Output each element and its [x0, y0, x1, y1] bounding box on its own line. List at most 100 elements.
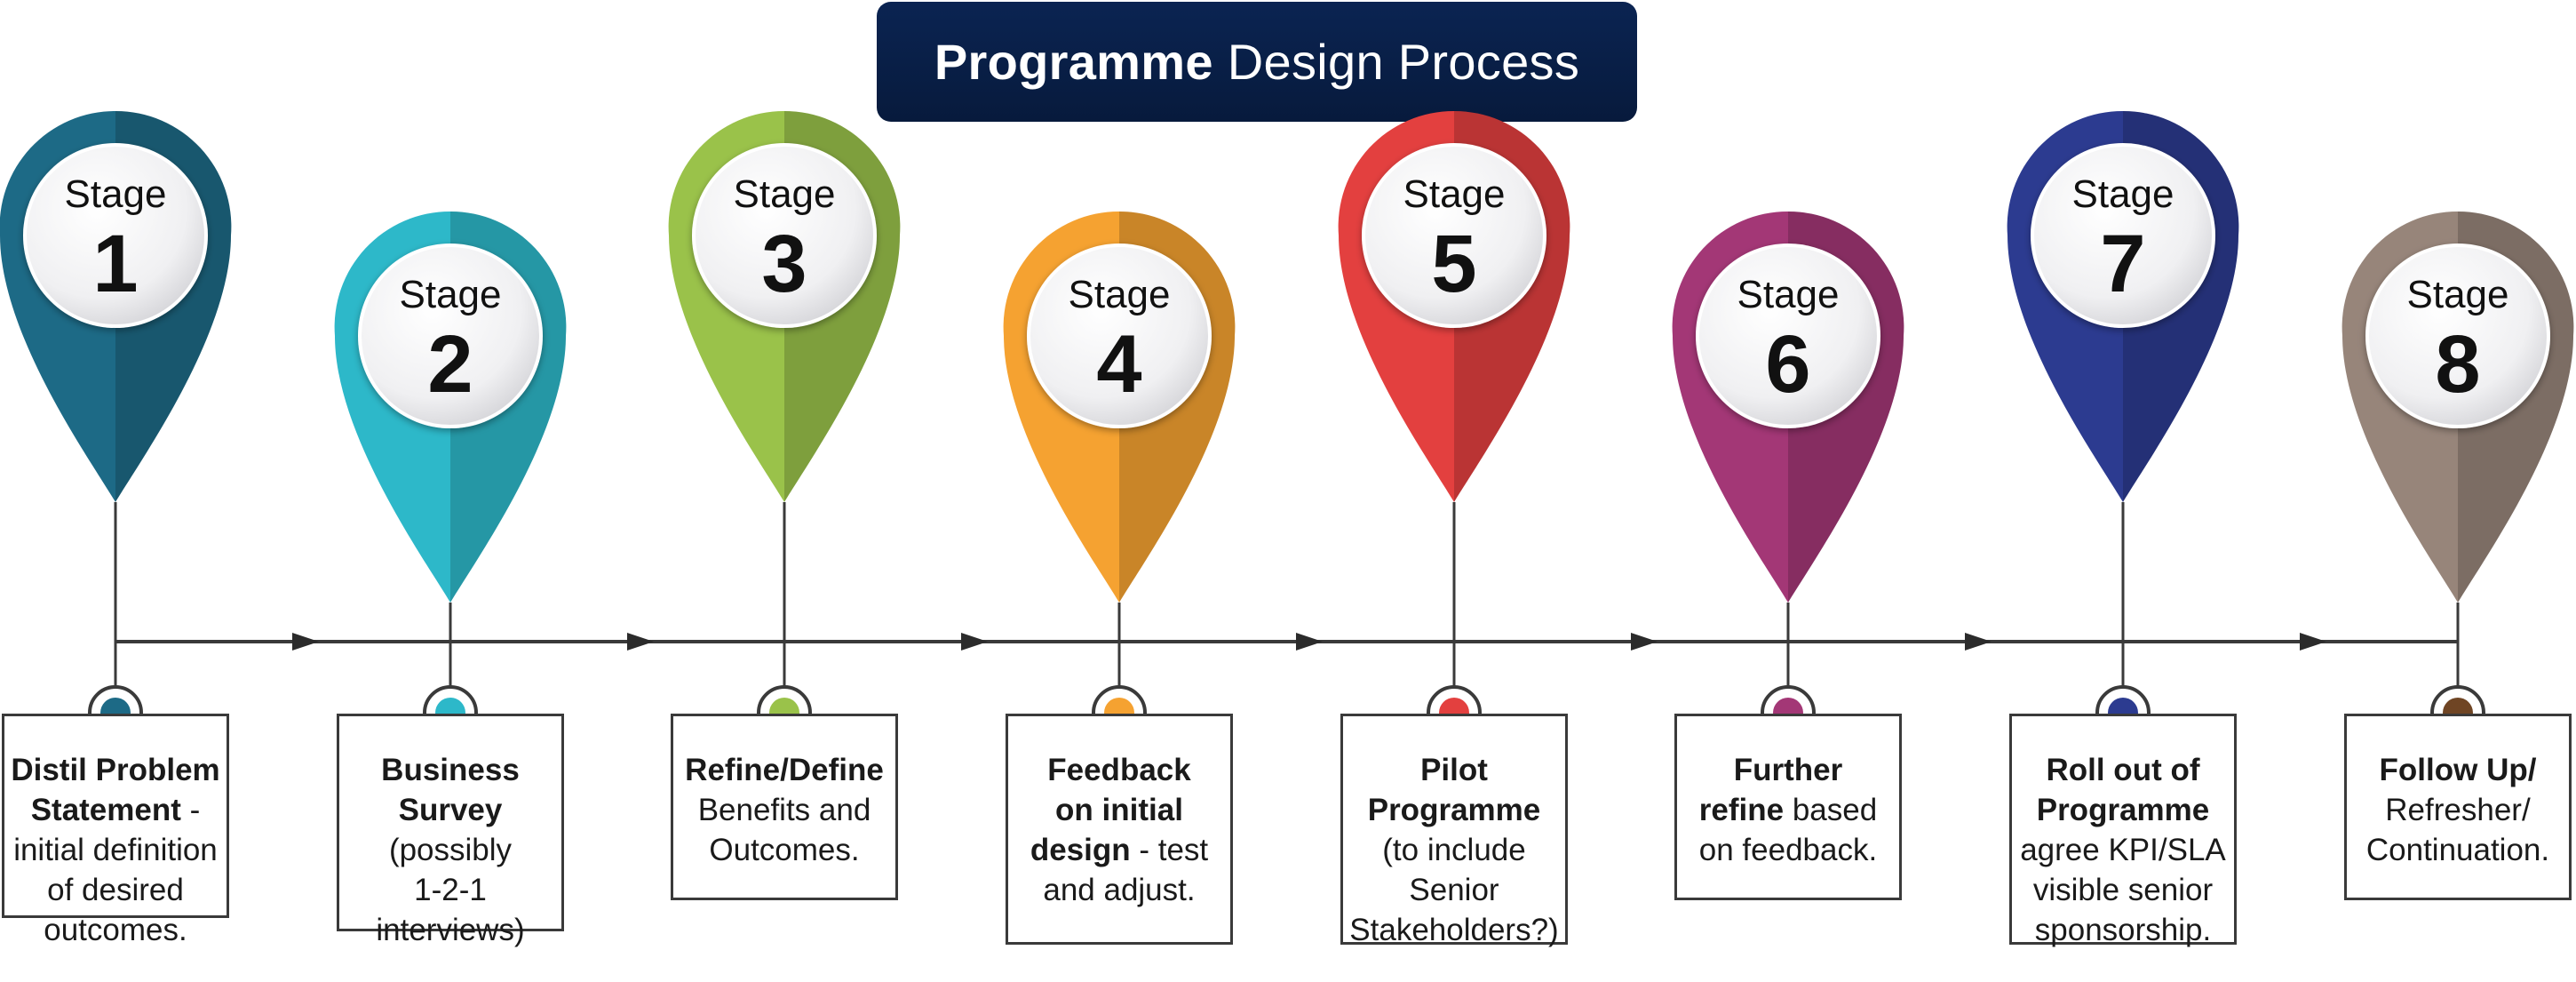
description-bold: Programme — [1367, 793, 1541, 827]
stage-label: Stage — [400, 273, 502, 316]
description-bold: Business — [381, 753, 520, 787]
description-bold: Programme — [2036, 793, 2210, 827]
pin-disc — [1696, 244, 1880, 428]
description-line: interviews) — [376, 910, 524, 950]
description-line: on feedback. — [1699, 830, 1877, 870]
description-text: on feedback. — [1698, 833, 1878, 867]
description-bold: Feedback — [1047, 753, 1191, 787]
description-line: design - test — [1030, 830, 1208, 870]
stage-label: Stage — [2407, 273, 2509, 316]
description-line: Programme — [1349, 790, 1558, 830]
description-text: (to include — [1382, 833, 1526, 867]
description-line: Statement - — [11, 790, 219, 830]
pin-disc — [2031, 143, 2215, 328]
description-text: Benefits and — [697, 793, 871, 827]
description-bold: Statement — [30, 793, 181, 827]
description-text: and adjust. — [1043, 873, 1196, 907]
stage-number: 7 — [2100, 219, 2145, 309]
title-bold: Programme — [934, 34, 1213, 90]
description-text: initial definition — [13, 833, 218, 867]
stage-label: Stage — [1403, 172, 1506, 216]
pin-disc — [692, 143, 877, 328]
description-text: interviews) — [376, 913, 525, 947]
description-line: sponsorship. — [2020, 910, 2226, 950]
description-text: of desired — [47, 873, 184, 907]
timeline-arrow — [627, 633, 654, 651]
description-line: Further — [1699, 750, 1877, 790]
stage-label: Stage — [2072, 172, 2174, 216]
description-line: Programme — [2020, 790, 2226, 830]
description-text: agree KPI/SLA — [2020, 833, 2226, 867]
description-bold: Pilot — [1420, 753, 1488, 787]
description-line: of desired — [11, 870, 219, 910]
stage-number: 8 — [2435, 319, 2480, 410]
description-line: Pilot — [1349, 750, 1558, 790]
description-text: based — [1784, 793, 1878, 827]
description-line: Continuation. — [2366, 830, 2549, 870]
pin-disc — [358, 244, 543, 428]
description-line: 1-2-1 — [376, 870, 524, 910]
description-bold: design — [1030, 833, 1131, 867]
stage-number: 4 — [1096, 319, 1141, 410]
description-line: and adjust. — [1030, 870, 1208, 910]
description-line: on initial — [1030, 790, 1208, 830]
description-text: Senior — [1409, 873, 1499, 907]
description-line: Follow Up/ — [2366, 750, 2549, 790]
description-text: Outcomes. — [709, 833, 860, 867]
stage-number: 5 — [1431, 219, 1476, 309]
description-line: Business — [376, 750, 524, 790]
description-line: (to include — [1349, 830, 1558, 870]
description-text: visible senior — [2032, 873, 2214, 907]
description-text: Continuation. — [2365, 833, 2550, 867]
description-text: - — [180, 793, 201, 827]
pin-disc — [23, 143, 208, 328]
description-bold: Follow Up/ — [2379, 753, 2537, 787]
stage-number: 1 — [92, 219, 138, 309]
title-banner: Programme Design Process — [877, 2, 1637, 122]
stage-number: 2 — [427, 319, 473, 410]
timeline-arrow — [961, 633, 988, 651]
description-bold: on initial — [1055, 793, 1183, 827]
description-bold: refine — [1698, 793, 1785, 827]
description-line: agree KPI/SLA — [2020, 830, 2226, 870]
description-text: - test — [1130, 833, 1209, 867]
pin-disc — [2365, 244, 2550, 428]
description-text: 1-2-1 — [414, 873, 487, 907]
description-line: Benefits and — [685, 790, 884, 830]
description-text: outcomes. — [44, 913, 187, 947]
description-line: Refresher/ — [2366, 790, 2549, 830]
description-text: Stakeholders?) — [1349, 913, 1559, 947]
description-line: Feedback — [1030, 750, 1208, 790]
stage-label: Stage — [1737, 273, 1840, 316]
timeline-arrow — [1631, 633, 1658, 651]
description-line: Outcomes. — [685, 830, 884, 870]
stage-number: 3 — [761, 219, 807, 309]
pin-disc — [1027, 244, 1212, 428]
description-line: Stakeholders?) — [1349, 910, 1558, 950]
pin-disc — [1362, 143, 1546, 328]
description-line: Roll out of — [2020, 750, 2226, 790]
timeline-arrow — [292, 633, 319, 651]
stage-label: Stage — [65, 172, 167, 216]
stage-number: 6 — [1765, 319, 1810, 410]
description-bold: Distil Problem — [11, 753, 220, 787]
stage-label: Stage — [734, 172, 836, 216]
description-line: Senior — [1349, 870, 1558, 910]
title-light: Design Process — [1227, 34, 1580, 90]
description-line: visible senior — [2020, 870, 2226, 910]
